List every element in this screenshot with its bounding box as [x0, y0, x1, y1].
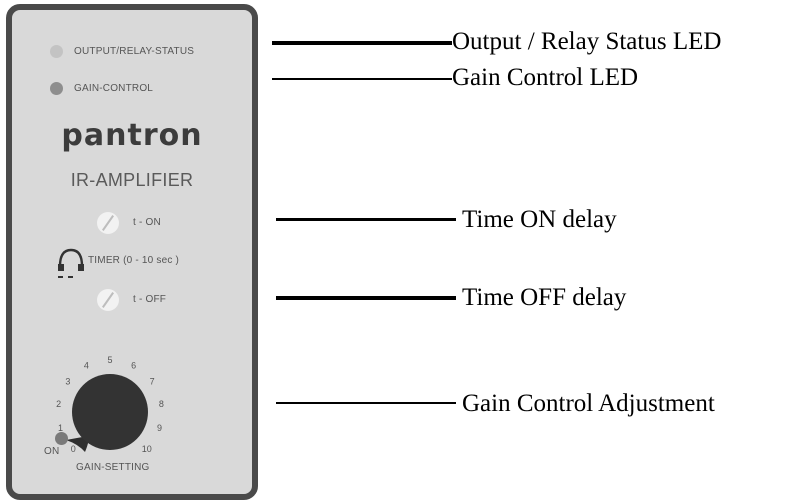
on-indicator-led [55, 432, 68, 445]
callout-line-time-on [276, 218, 456, 221]
gain-dial-tick-label: 9 [157, 423, 162, 433]
timer-range-label: TIMER (0 - 10 sec ) [88, 255, 180, 266]
time-off-label: t - OFF [133, 294, 167, 305]
output-relay-status-label: OUTPUT/RELAY-STATUS [74, 46, 195, 57]
callout-gain-control-led: Gain Control LED [452, 64, 639, 91]
callout-output-relay-status: Output / Relay Status LED [452, 28, 722, 55]
gain-dial-tick-label: 0 [71, 444, 76, 454]
callout-time-on-delay: Time ON delay [462, 206, 617, 233]
gain-dial-knob [72, 374, 148, 450]
time-on-label: t - ON [133, 217, 161, 228]
time-off-potentiometer[interactable] [97, 289, 119, 311]
gain-dial-tick-label: 1 [58, 423, 63, 433]
callout-line-gain-adj [276, 402, 456, 404]
gain-setting-label: GAIN-SETTING [76, 462, 150, 473]
gain-dial-tick-label: 6 [131, 361, 136, 371]
gain-dial-pointer [66, 436, 89, 452]
gain-dial-tick-label: 4 [84, 361, 89, 371]
callout-line-gain-led [272, 78, 452, 80]
gain-dial-tick-label: 7 [150, 376, 155, 386]
gain-dial-tick-label: 8 [159, 399, 164, 409]
callout-line-time-off [276, 296, 456, 300]
gain-dial-tick-label: 5 [107, 355, 112, 365]
gain-dial-tick-label: 2 [56, 399, 61, 409]
ir-amplifier-panel: OUTPUT/RELAY-STATUS GAIN-CONTROL pantron… [6, 4, 258, 500]
output-relay-status-led [50, 45, 63, 58]
on-label: ON [44, 446, 60, 457]
model-label: IR-AMPLIFIER [70, 170, 194, 190]
time-on-potentiometer[interactable] [97, 212, 119, 234]
timer-icon [58, 248, 84, 278]
gain-control-led [50, 82, 63, 95]
gain-dial[interactable]: 0 1 2 3 4 5 6 7 8 9 10 [38, 340, 198, 460]
gain-dial-tick-label: 10 [142, 444, 152, 454]
callout-time-off-delay: Time OFF delay [462, 284, 627, 311]
callout-gain-control-adjustment: Gain Control Adjustment [462, 390, 715, 417]
brand-logo: pantron [61, 118, 203, 153]
callout-line-output [272, 41, 452, 45]
gain-dial-scale: 0 1 2 3 4 5 6 7 8 9 10 [56, 355, 164, 454]
gain-dial-tick-label: 3 [65, 376, 70, 386]
gain-control-label: GAIN-CONTROL [74, 83, 154, 94]
